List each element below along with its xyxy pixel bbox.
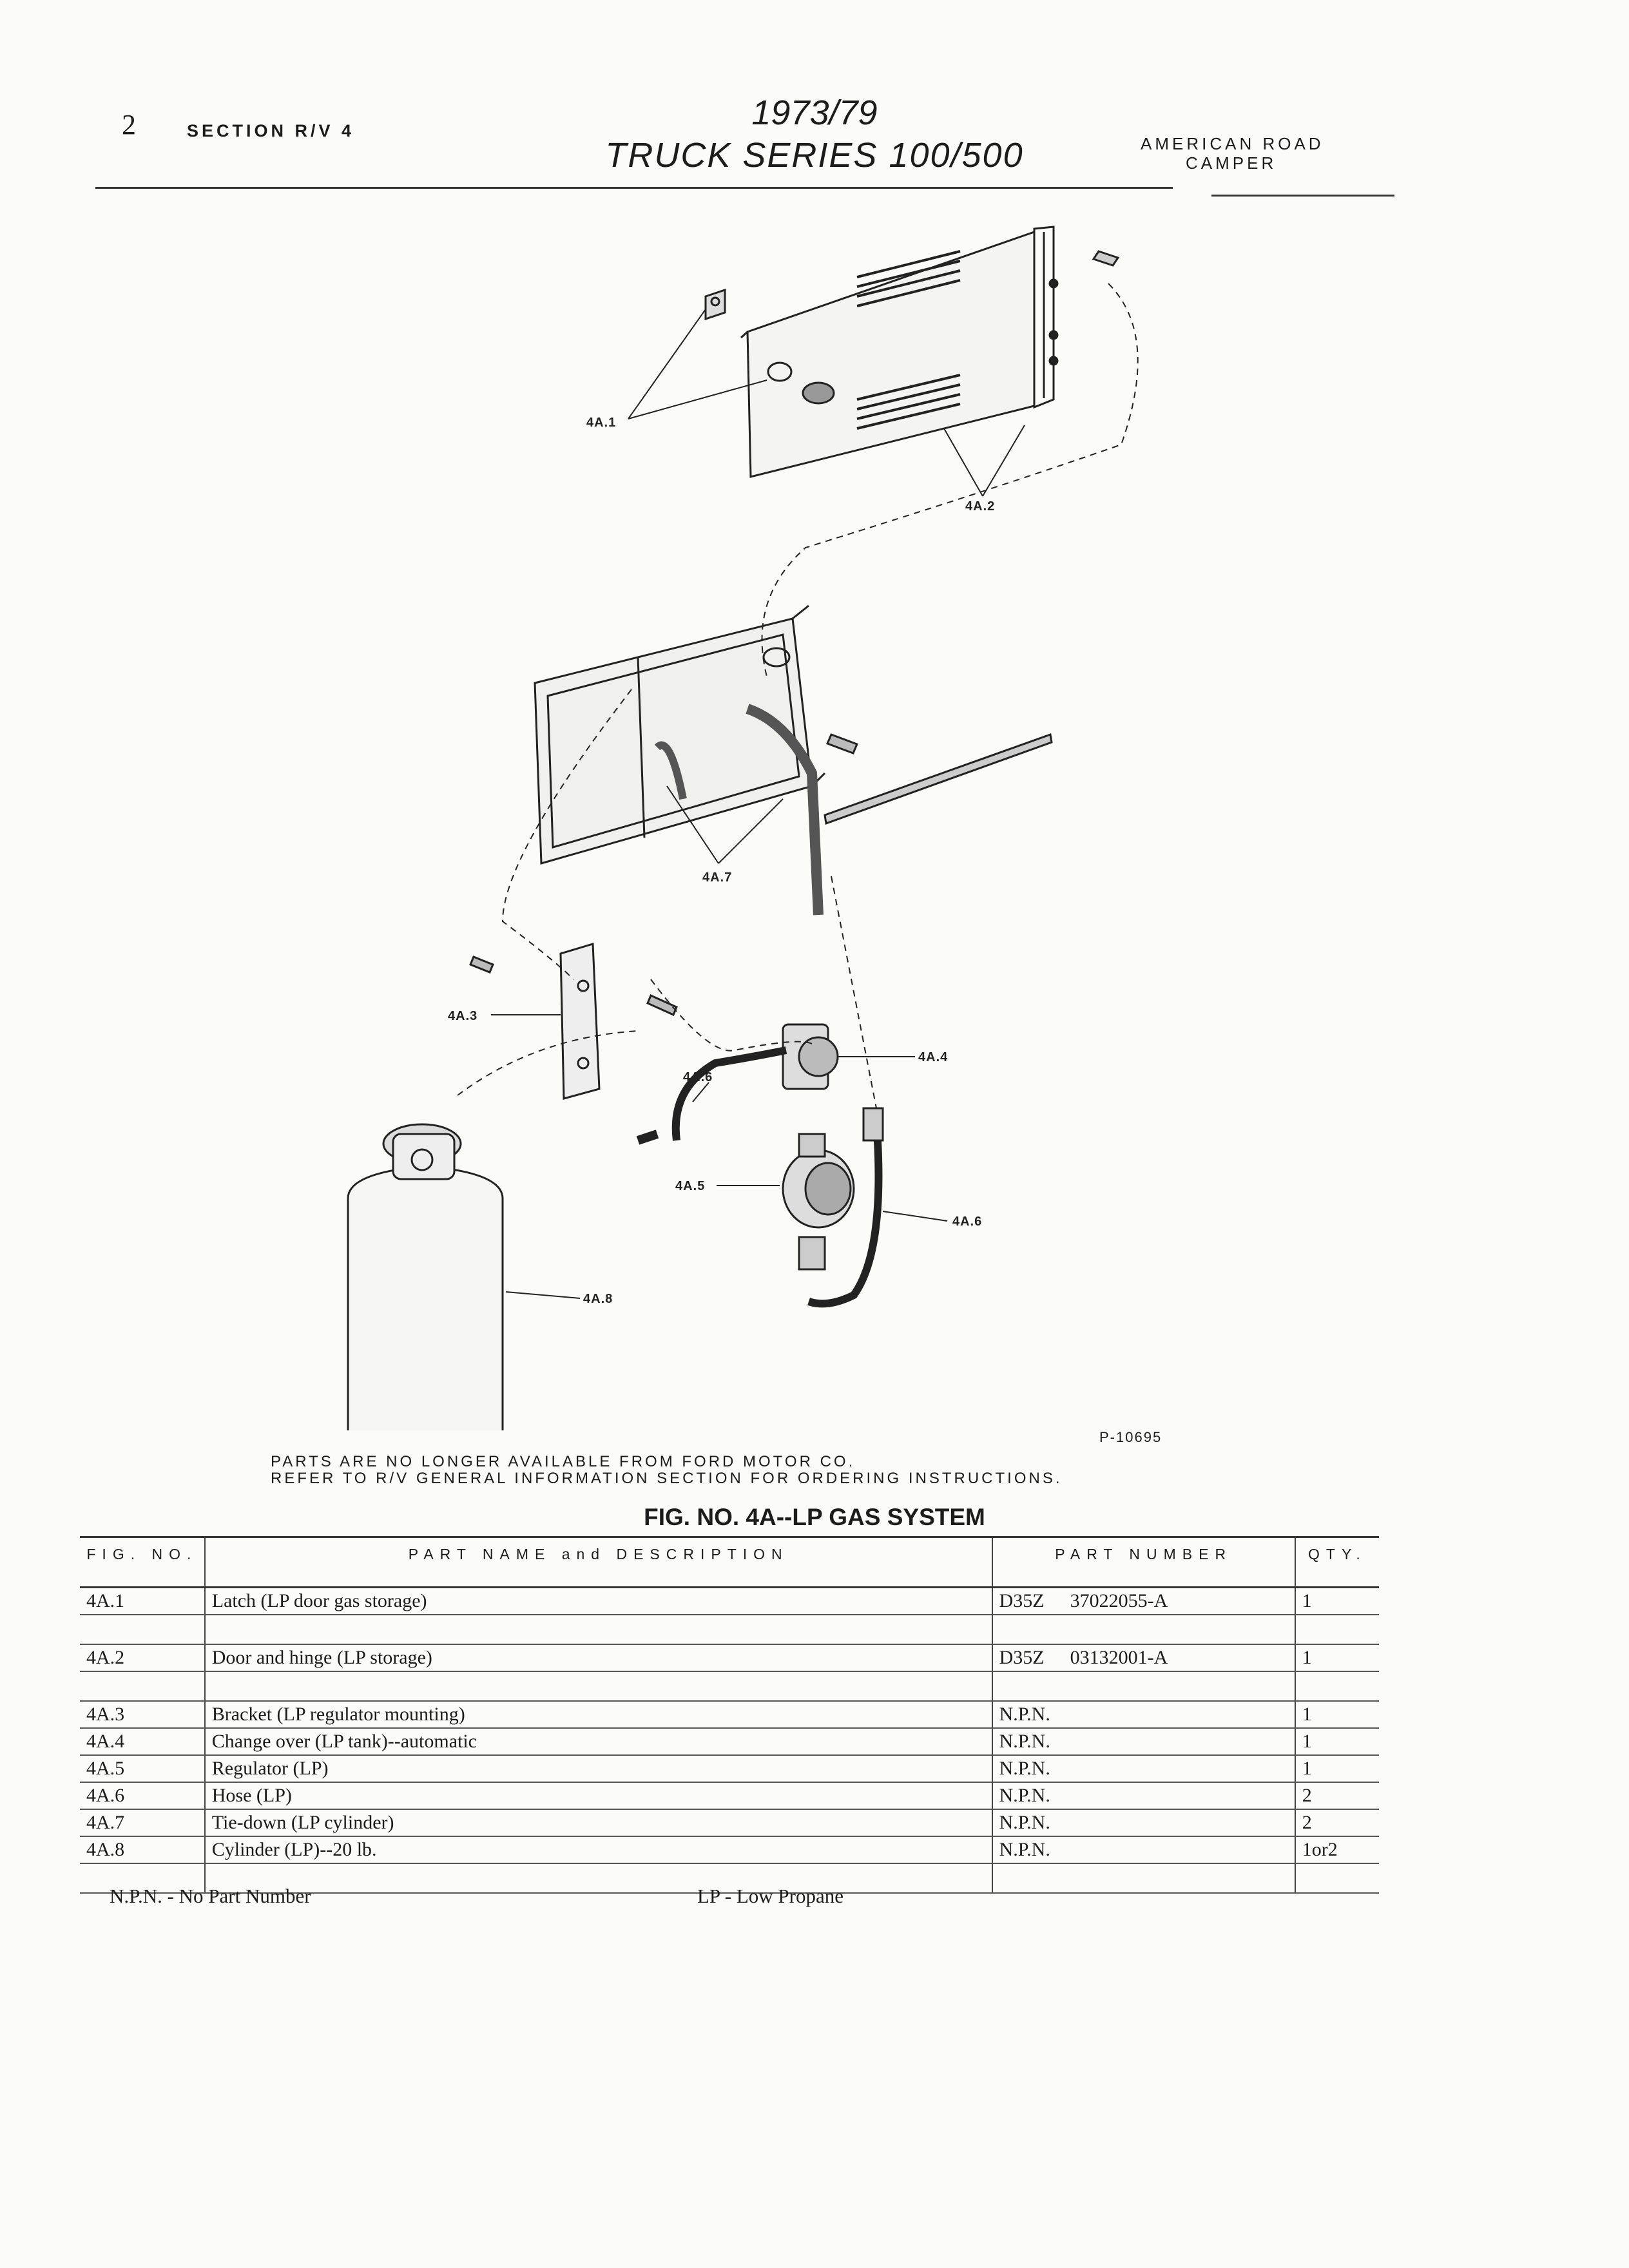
cell-desc: Bracket (LP regulator mounting) (204, 1701, 993, 1729)
callout-4a-7: 4A.7 (702, 870, 732, 885)
header-rule-right (1211, 195, 1394, 197)
cell-fig: 4A.4 (80, 1728, 206, 1756)
table-spacer-row (80, 1671, 1379, 1702)
part-prefix: D35Z (999, 1647, 1045, 1668)
cell-desc: Change over (LP tank)--automatic (204, 1728, 993, 1756)
part-number: 37022055-A (1070, 1590, 1168, 1611)
table-row: 4A.7 Tie-down (LP cylinder) N.P.N. 2 (80, 1809, 1379, 1837)
table-row: 4A.2 Door and hinge (LP storage) D35Z 031… (80, 1644, 1379, 1672)
cell-part-number: D35Z 37022055-A (992, 1587, 1296, 1615)
cell-part-number: N.P.N. (992, 1836, 1296, 1864)
bolt-drawing (826, 733, 858, 754)
figure-reference: P-10695 (1099, 1429, 1162, 1445)
table-row: 4A.4 Change over (LP tank)--automatic N.… (80, 1728, 1379, 1756)
section-label: SECTION R/V 4 (187, 121, 355, 140)
col-part-name: PART NAME and DESCRIPTION (204, 1536, 993, 1588)
figure-title: FIG. NO. 4A--LP GAS SYSTEM (644, 1504, 985, 1530)
lp-gas-system-illustration: 4A.1 4A.2 4A.7 4A.3 4A.6 4A.4 4A.5 4A.6 … (347, 226, 1139, 1430)
part-prefix: D35Z (999, 1590, 1045, 1611)
cell-fig: 4A.2 (80, 1644, 206, 1672)
compartment-drawing (534, 604, 826, 916)
cell-desc: Hose (LP) (204, 1782, 993, 1810)
table-row: 4A.8 Cylinder (LP)--20 lb. N.P.N. 1or2 (80, 1836, 1379, 1864)
changeover-valve-drawing (636, 1023, 839, 1145)
cell-fig: 4A.1 (80, 1587, 206, 1615)
lp-footnote: LP - Low Propane (697, 1885, 844, 1907)
table-spacer-row (80, 1615, 1379, 1645)
cell-qty: 2 (1295, 1782, 1379, 1810)
table-row: 4A.3 Bracket (LP regulator mounting) N.P… (80, 1701, 1379, 1729)
header-rule (95, 187, 1173, 189)
table-row: 4A.5 Regulator (LP) N.P.N. 1 (80, 1755, 1379, 1783)
ordering-note: REFER TO R/V GENERAL INFORMATION SECTION… (271, 1470, 1063, 1487)
hose-drawing (807, 1120, 883, 1308)
table-header-row: FIG. NO. PART NAME and DESCRIPTION PART … (80, 1536, 1379, 1588)
callout-4a-6-upper: 4A.6 (683, 1070, 713, 1084)
cell-fig: 4A.3 (80, 1701, 206, 1729)
table-row: 4A.6 Hose (LP) N.P.N. 2 (80, 1782, 1379, 1810)
col-fig-no: FIG. NO. (80, 1536, 206, 1588)
cell-qty: 1 (1295, 1587, 1379, 1615)
cell-part-number: N.P.N. (992, 1728, 1296, 1756)
col-part-number: PART NUMBER (992, 1536, 1296, 1588)
cell-part-number: D35Z 03132001-A (992, 1644, 1296, 1672)
table-spacer-row (80, 1863, 1379, 1894)
bracket-drawing (469, 943, 678, 1100)
cell-part-number: N.P.N. (992, 1809, 1296, 1837)
cell-desc: Latch (LP door gas storage) (204, 1587, 993, 1615)
cell-fig: 4A.7 (80, 1809, 206, 1837)
cell-qty: 1 (1295, 1728, 1379, 1756)
cell-fig: 4A.8 (80, 1836, 206, 1864)
latch-drawing (704, 288, 726, 321)
cell-desc: Regulator (LP) (204, 1755, 993, 1783)
col-qty: QTY. (1295, 1536, 1379, 1588)
cell-desc: Door and hinge (LP storage) (204, 1644, 993, 1672)
cell-qty: 1or2 (1295, 1836, 1379, 1864)
cell-desc: Cylinder (LP)--20 lb. (204, 1836, 993, 1864)
cell-qty: 1 (1295, 1644, 1379, 1672)
availability-note: PARTS ARE NO LONGER AVAILABLE FROM FORD … (271, 1453, 856, 1470)
cell-qty: 2 (1295, 1809, 1379, 1837)
callout-4a-3: 4A.3 (448, 1009, 477, 1023)
callout-4a-2: 4A.2 (965, 499, 995, 514)
screw-drawing (1092, 250, 1120, 267)
brand-line-2: CAMPER (1186, 153, 1277, 173)
cell-part-number: N.P.N. (992, 1755, 1296, 1783)
cell-qty: 1 (1295, 1701, 1379, 1729)
parts-table: FIG. NO. PART NAME and DESCRIPTION PART … (80, 1536, 1379, 1894)
brand-line-1: AMERICAN ROAD (1141, 134, 1324, 153)
cell-fig: 4A.6 (80, 1782, 206, 1810)
regulator-drawing (782, 1133, 855, 1271)
callout-4a-6-lower: 4A.6 (952, 1215, 982, 1229)
table-row: 4A.1 Latch (LP door gas storage) D35Z 370… (80, 1587, 1379, 1615)
npn-footnote: N.P.N. - No Part Number (110, 1885, 311, 1907)
callout-4a-8: 4A.8 (583, 1292, 613, 1306)
callout-4a-1: 4A.1 (586, 416, 616, 430)
cell-desc: Tie-down (LP cylinder) (204, 1809, 993, 1837)
cylinder-drawing (347, 1123, 504, 1430)
storage-door-drawing (740, 226, 1059, 478)
callout-4a-5: 4A.5 (675, 1179, 705, 1193)
part-number: 03132001-A (1070, 1647, 1168, 1668)
page-number: 2 (122, 109, 136, 140)
cell-part-number: N.P.N. (992, 1701, 1296, 1729)
cell-part-number: N.P.N. (992, 1782, 1296, 1810)
cell-qty: 1 (1295, 1755, 1379, 1783)
truck-series-title: TRUCK SERIES 100/500 (605, 136, 1024, 175)
model-years: 1973/79 (751, 93, 878, 132)
cell-fig: 4A.5 (80, 1755, 206, 1783)
callout-4a-4: 4A.4 (918, 1050, 948, 1064)
rod-drawing (824, 733, 1053, 825)
